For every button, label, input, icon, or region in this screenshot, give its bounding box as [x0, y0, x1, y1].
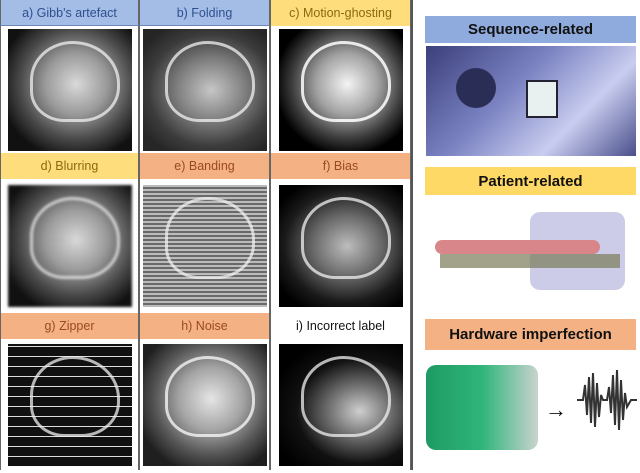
banner-hardware-imperfection: Hardware imperfection	[425, 319, 636, 350]
image-cell-zipper	[0, 339, 139, 470]
monitor-icon	[526, 80, 558, 118]
sequence-illustration	[426, 46, 636, 156]
mri-motion-ghosting-image	[278, 28, 403, 151]
artifact-grid: a) Gibb's artefact b) Folding c) Motion-…	[0, 0, 413, 470]
scanner-table	[440, 254, 620, 268]
header-blurring: d) Blurring	[0, 153, 139, 179]
waveform-icon	[577, 369, 637, 431]
image-cell-motion	[270, 26, 411, 153]
patient-body	[435, 240, 600, 254]
patient-illustration	[430, 210, 630, 290]
image-cell-noise	[139, 339, 270, 470]
header-banding: e) Banding	[139, 153, 270, 179]
header-motion-ghosting: c) Motion-ghosting	[270, 0, 411, 26]
mri-gibbs-artefact-image	[7, 28, 132, 151]
image-cell-gibbs	[0, 26, 139, 153]
image-cell-blurring	[0, 179, 139, 313]
header-zipper: g) Zipper	[0, 313, 139, 339]
image-cell-incorrect-label	[270, 339, 411, 470]
image-cell-bias	[270, 179, 411, 313]
header-bias: f) Bias	[270, 153, 411, 179]
image-cell-folding	[139, 26, 270, 153]
header-folding: b) Folding	[139, 0, 270, 26]
arrow-icon: →	[545, 397, 567, 422]
mri-bias-image	[278, 185, 403, 307]
header-gibbs-artefact: a) Gibb's artefact	[0, 0, 139, 26]
header-incorrect-label: i) Incorrect label	[270, 313, 411, 339]
mri-spine-image	[278, 343, 403, 466]
image-cell-banding	[139, 179, 270, 313]
mri-folding-image	[142, 28, 267, 151]
mri-banding-image	[142, 185, 267, 307]
operator-figure	[456, 68, 496, 108]
header-noise: h) Noise	[139, 313, 270, 339]
mri-noise-image	[142, 343, 267, 466]
rf-coil-illustration	[426, 365, 538, 450]
banner-sequence-related: Sequence-related	[425, 16, 636, 43]
banner-patient-related: Patient-related	[425, 167, 636, 195]
mri-blurring-image	[7, 185, 132, 307]
mri-zipper-image	[7, 343, 132, 466]
